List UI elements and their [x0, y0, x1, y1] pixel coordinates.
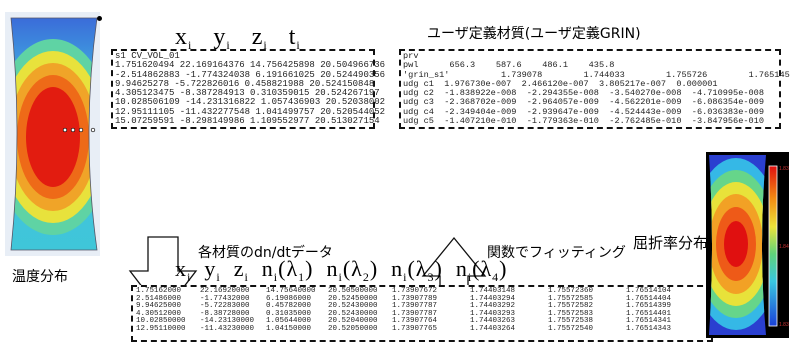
table-cell: 1.74403292	[470, 302, 516, 311]
table-cell: -11.43230000	[200, 324, 255, 333]
table-cell: 1.75572360	[548, 287, 594, 295]
table-cell: 20.52040000	[328, 317, 378, 326]
table-cell: 4.30512000	[136, 309, 182, 318]
temperature-data-line: 4.305123475 -8.387284913 0.310359015 20.…	[115, 88, 380, 99]
table-cell: 1.76514343	[626, 324, 672, 333]
table-cell: 1.75572583	[548, 309, 594, 318]
grin-data-line: prv	[403, 51, 419, 61]
table-cell: 22.16920000	[200, 287, 250, 295]
table-row: 4.30512000 -8.38728000 0.31035000 20.524300…	[136, 309, 708, 319]
colorbar-tick-middle: 1.84	[779, 244, 789, 250]
temperature-data-line: 15.07259591 -8.298149986 1.109552977 20.…	[115, 116, 380, 127]
table-cell: -8.38728000	[200, 309, 250, 318]
temperature-distribution-label: 温度分布	[12, 269, 68, 285]
heading-x: x	[175, 24, 188, 50]
result-table-heading: xi yi zi ni(λ1) ni(λ2) ni(λ3) ni(λ4)	[175, 256, 508, 284]
table-cell: 20.52430000	[328, 309, 378, 318]
temperature-data-line: 10.028506109 -14.231316822 1.057436903 2…	[115, 97, 386, 108]
colorbar-tick-bottom: 1.83	[779, 322, 789, 328]
table-cell: 1.75162000	[136, 287, 182, 295]
grin-data-line: udg c1 1.976730e-007 2.466120e-007 3.805…	[403, 78, 718, 89]
grin-data-line: udg c2 -1.838922e-008 -2.294355e-008 -3.…	[403, 88, 764, 99]
table-cell: 20.52450000	[328, 294, 378, 303]
table-cell: 9.94625000	[136, 302, 182, 311]
temperature-data-line: s1 CV_VOL_01	[115, 51, 180, 61]
heading-z: z	[251, 24, 264, 50]
table-cell: 1.76514399	[626, 302, 672, 311]
table-cell: 1.73907787	[392, 309, 438, 318]
heading-y: y	[213, 24, 227, 50]
user-defined-material-title: ユーザ定義材質(ユーザ定義GRIN)	[427, 26, 641, 42]
material-dndt-label: 各材質のdn/dtデータ	[198, 245, 333, 261]
table-cell: 6.19086000	[266, 294, 312, 303]
temperature-data-line: 1.751620494 22.169164376 14.756425898 20…	[115, 60, 386, 71]
table-cell: 1.74403148	[470, 287, 516, 295]
table-cell: 1.74403264	[470, 324, 516, 333]
table-cell: -5.72283000	[200, 302, 250, 311]
table-cell: 1.76514104	[626, 287, 672, 295]
table-cell: 1.75572538	[548, 317, 594, 326]
temperature-data-heading: xi yi zi ti	[175, 24, 301, 52]
table-cell: 20.50500000	[328, 287, 378, 295]
function-fitting-label: 関数でフィッティング	[487, 245, 626, 261]
grin-data-line: udg c5 -1.407210e-010 -1.779363e-010 -2.…	[403, 116, 764, 127]
table-cell: 1.73907765	[392, 324, 438, 333]
table-cell: 14.75640000	[266, 287, 316, 295]
table-cell: 1.76514401	[626, 309, 672, 318]
temperature-data-line: 9.94625278 -5.722826016 0.458821988 20.5…	[115, 78, 375, 89]
table-cell: 1.76514404	[626, 294, 672, 303]
table-cell: 20.52430000	[328, 302, 378, 311]
table-cell: -1.77432000	[200, 294, 250, 303]
table-cell: 1.73907672	[392, 287, 438, 295]
colorbar-tick-top: 1.83	[779, 166, 789, 172]
grin-data-line: udg c3 -2.368702e-009 -2.964057e-009 -4.…	[403, 97, 764, 108]
table-row: 9.94625000 -5.72283000 0.45782000 20.524300…	[136, 303, 708, 311]
result-table-box: 1.75162000 22.16920000 14.75640000 20.50500…	[131, 285, 713, 342]
table-cell: -14.23130000	[200, 317, 255, 326]
table-cell: 1.75572540	[548, 324, 594, 333]
refractive-index-distribution-label: 屈折率分布	[633, 234, 709, 252]
table-cell: 1.74403293	[470, 309, 516, 318]
temperature-data-line: -2.514862883 -1.774324038 6.191661025 20…	[115, 69, 386, 80]
grin-data-line: 'grin_s1' 1.739078 1.744033 1.755726 1.7…	[403, 69, 790, 80]
table-cell: 12.95110000	[136, 324, 186, 333]
sample-point-marker	[97, 16, 102, 21]
table-cell: 20.52050000	[328, 324, 378, 333]
table-cell: 1.73907764	[392, 317, 438, 326]
table-cell: 1.75572585	[548, 294, 594, 303]
table-cell: 0.45782000	[266, 302, 312, 311]
table-row: 2.51486000 -1.77432000 6.19086000 20.524500…	[136, 294, 708, 304]
table-cell: 0.31035000	[266, 309, 312, 318]
temperature-data-line: 12.95111105 -11.432277548 1.041499757 20…	[115, 106, 386, 117]
refractive-index-lens-image: 1.83 1.84 1.83	[706, 152, 789, 338]
table-cell: 2.51486000	[136, 294, 182, 303]
table-cell: 1.05644000	[266, 317, 312, 326]
table-cell: 1.04150000	[266, 324, 312, 333]
table-cell: 1.74403294	[470, 294, 516, 303]
table-cell: 1.73907789	[392, 294, 438, 303]
table-row: 10.02850000 -14.23130000 1.05644000 20.5204…	[136, 318, 708, 326]
heading-t: t	[288, 24, 297, 50]
table-cell: 1.76514341	[626, 317, 672, 326]
table-cell: 1.73907787	[392, 302, 438, 311]
grin-data-line: udg c4 -2.349404e-009 -2.939647e-009 -4.…	[403, 106, 764, 117]
table-cell: 1.75572582	[548, 302, 594, 311]
table-row: 12.95110000 -11.43230000 1.04150000 20.5205…	[136, 324, 708, 334]
table-cell: 10.02850000	[136, 317, 186, 326]
temperature-lens-image	[5, 12, 100, 256]
table-row: 1.75162000 22.16920000 14.75640000 20.50500…	[136, 287, 708, 296]
table-cell: 1.74403263	[470, 317, 516, 326]
grin-data-line: pwl 656.3 587.6 486.1 435.8	[403, 60, 615, 71]
